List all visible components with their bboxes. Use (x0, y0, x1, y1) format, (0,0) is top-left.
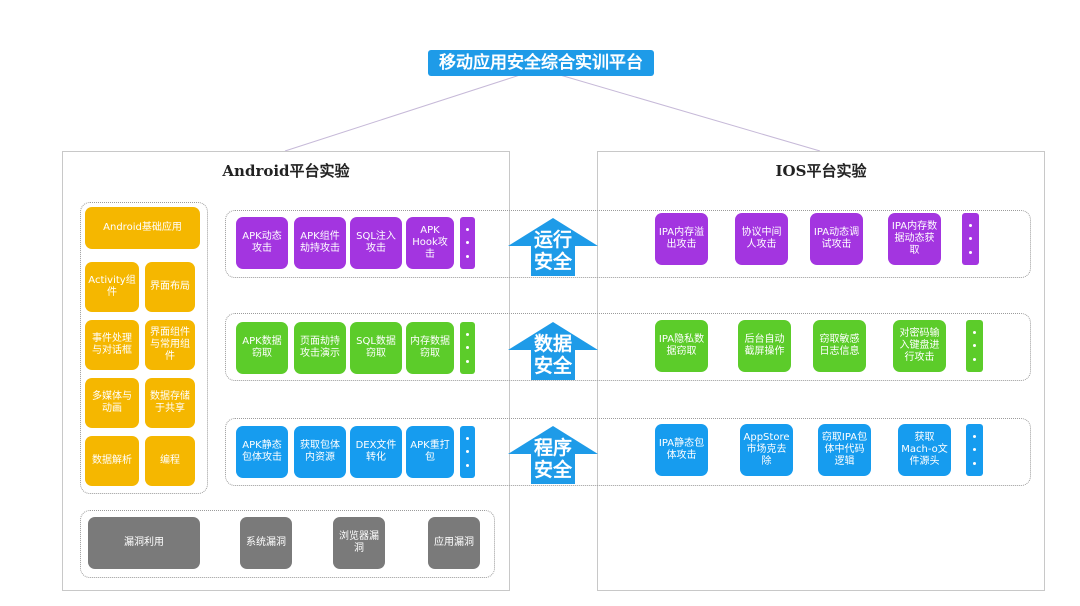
ios-panel-title: IOS平台实验 (775, 162, 867, 180)
ipa-static-attack: IPA静态包体攻击 (655, 424, 708, 476)
app-vuln: 应用漏洞 (428, 517, 480, 569)
log-theft: 窃取敏感日志信息 (813, 320, 866, 372)
ipa-code-logic-theft: 窃取IPA包体中代码逻辑 (818, 424, 871, 476)
sql-injection: SQL注入攻击 (350, 217, 402, 269)
basic-storage: 数据存储于共享 (145, 378, 195, 428)
apk-repackage: APK重打包 (406, 426, 454, 478)
basic-activity: Activity组件 (85, 262, 139, 312)
ipa-debug-attack: IPA动态调试攻击 (810, 213, 863, 265)
android-panel-title: Android平台实验 (222, 162, 350, 180)
apk-data-theft: APK数据窃取 (236, 322, 288, 374)
more-dots-icon (460, 217, 475, 269)
more-dots-icon (460, 426, 475, 478)
ipa-memory-data: IPA内存数据动态获取 (888, 213, 941, 265)
arrow-up-icon (508, 218, 598, 276)
ipa-privacy-theft: IPA隐私数据窃取 (655, 320, 708, 372)
android-basics-header: Android基础应用 (85, 207, 200, 249)
vuln-exploit: 漏洞利用 (88, 517, 200, 569)
ipa-memory-overflow: IPA内存溢出攻击 (655, 213, 708, 265)
memory-data-theft: 内存数据窃取 (406, 322, 454, 374)
connector-right (559, 74, 821, 152)
android-basics-group (80, 202, 208, 494)
more-dots-icon (966, 424, 983, 476)
category-program-security: 程序安全 (533, 437, 572, 481)
dex-conversion: DEX文件转化 (350, 426, 402, 478)
program-security-row (225, 418, 1031, 486)
page-hijack-demo: 页面劫持攻击演示 (294, 322, 346, 374)
macho-source: 获取Mach-o文件源头 (898, 424, 951, 476)
connector-left (284, 74, 521, 152)
more-dots-icon (966, 320, 983, 372)
apk-hook-attack: APK Hook攻击 (406, 217, 454, 269)
basic-media: 多媒体与动画 (85, 378, 139, 428)
basic-components: 界面组件与常用组件 (145, 320, 195, 370)
keyboard-attack: 对密码输入键盘进行攻击 (893, 320, 946, 372)
auto-screenshot: 后台自动截屏操作 (738, 320, 791, 372)
arrow-up-icon (508, 426, 598, 484)
apk-static-attack: APK静态包体攻击 (236, 426, 288, 478)
category-data-security: 数据安全 (533, 333, 572, 377)
apk-dynamic-attack: APK动态攻击 (236, 217, 288, 269)
category-run-security: 运行安全 (533, 229, 572, 273)
vulnerability-row (80, 510, 495, 578)
sql-data-theft: SQL数据窃取 (350, 322, 402, 374)
basic-layout: 界面布局 (145, 262, 195, 312)
data-security-row (225, 313, 1031, 381)
arrow-up-icon (508, 322, 598, 380)
basic-programming: 编程 (145, 436, 195, 486)
get-package-resources: 获取包体内资源 (294, 426, 346, 478)
basic-events: 事件处理与对话框 (85, 320, 139, 370)
mitm-attack: 协议中间人攻击 (735, 213, 788, 265)
browser-vuln: 浏览器漏洞 (333, 517, 385, 569)
system-vuln: 系统漏洞 (240, 517, 292, 569)
more-dots-icon (460, 322, 475, 374)
more-dots-icon (962, 213, 979, 265)
platform-title: 移动应用安全综合实训平台 (428, 50, 654, 76)
appstore-removal: AppStore市场克去除 (740, 424, 793, 476)
run-security-row (225, 210, 1031, 278)
apk-component-hijack: APK组件劫持攻击 (294, 217, 346, 269)
basic-parsing: 数据解析 (85, 436, 139, 486)
